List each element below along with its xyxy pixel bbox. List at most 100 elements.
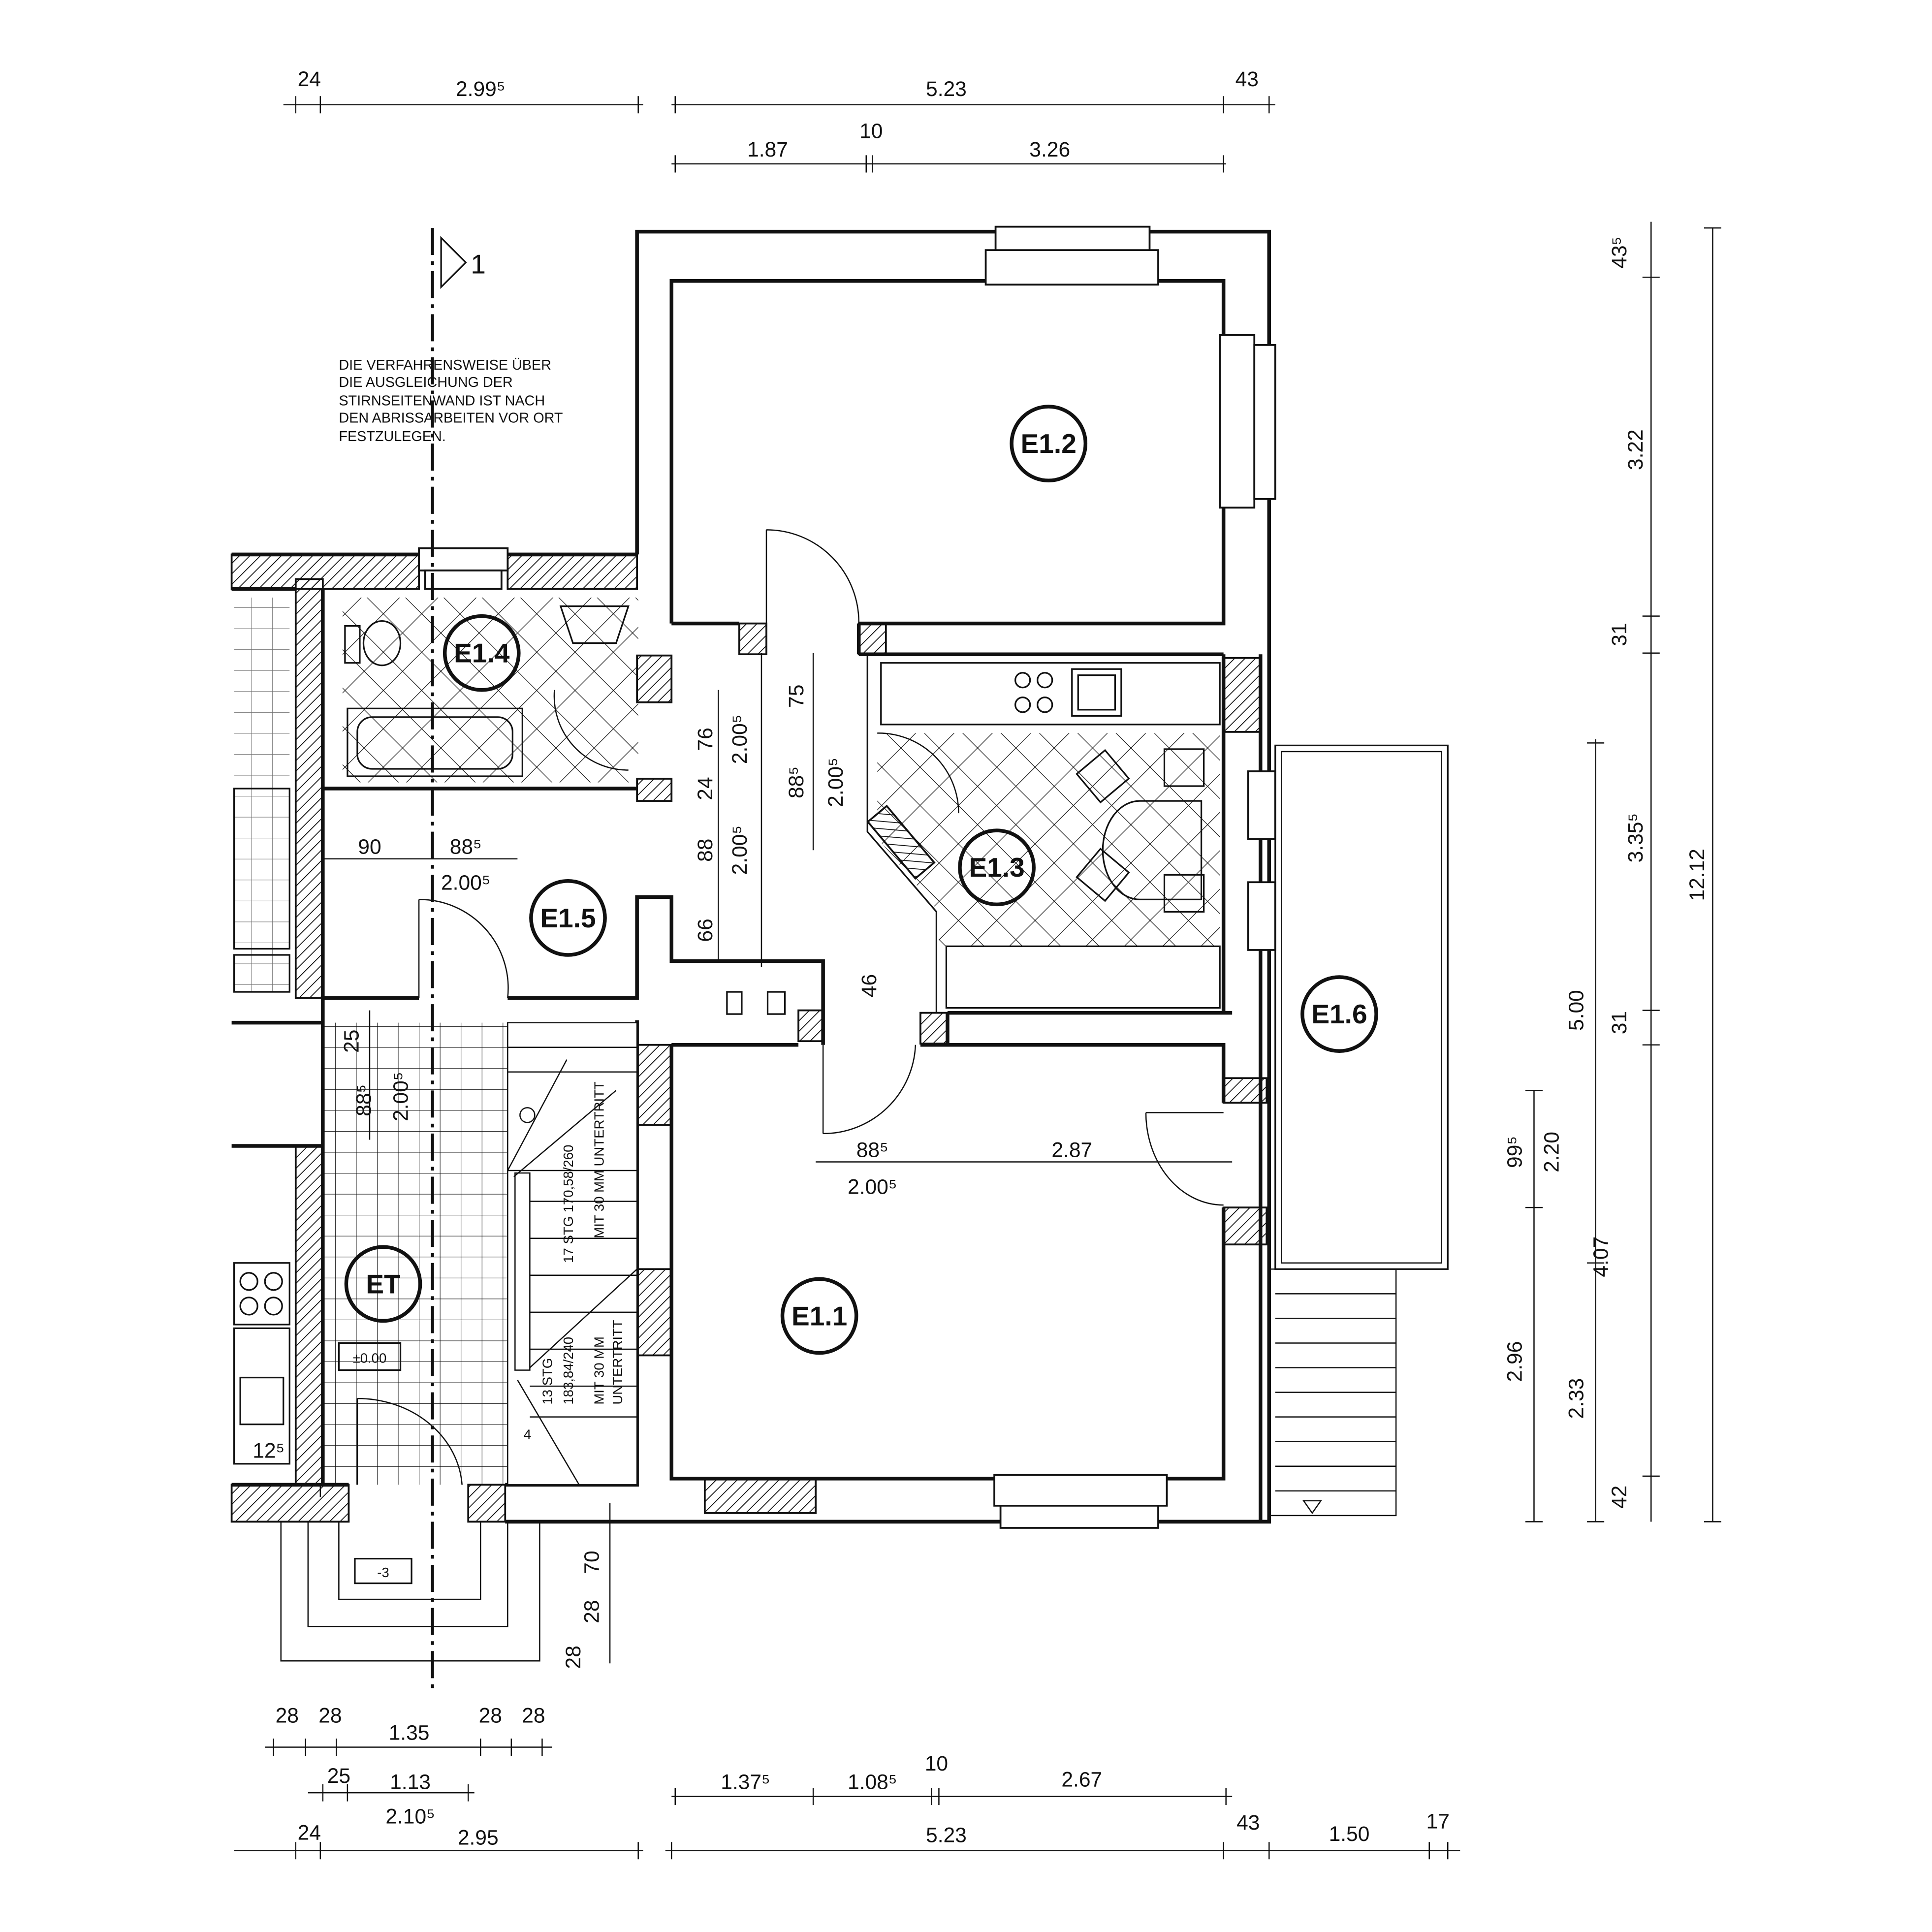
svg-text:46: 46 xyxy=(857,974,881,997)
hatched-walls xyxy=(230,553,1268,1523)
svg-text:88⁵: 88⁵ xyxy=(450,835,482,859)
room-e1-6: E1.6 xyxy=(1300,975,1378,1053)
svg-text:1.08⁵: 1.08⁵ xyxy=(848,1771,897,1794)
dims-bottom: 28 28 1.35 28 28 25 1.13 2.10⁵ 1.37⁵ 1.0… xyxy=(276,1704,1450,1849)
level-floor-text: ±0.00 xyxy=(353,1351,387,1366)
svg-text:2.20: 2.20 xyxy=(1540,1132,1564,1172)
svg-text:5.23: 5.23 xyxy=(926,1823,967,1847)
svg-text:1.37⁵: 1.37⁵ xyxy=(721,1771,770,1794)
svg-text:DEN ABRISSARBEITEN VOR ORT: DEN ABRISSARBEITEN VOR ORT xyxy=(339,411,563,426)
dims-top: 24 2.99⁵ 5.23 43 1.87 10 3.26 xyxy=(298,67,1259,161)
svg-text:2.00⁵: 2.00⁵ xyxy=(824,758,848,807)
svg-text:3.22: 3.22 xyxy=(1624,429,1647,470)
room-e1-2: E1.2 xyxy=(1010,405,1088,482)
svg-text:E1.1: E1.1 xyxy=(792,1300,847,1331)
room-labels: E1.2 E1.4 E1.3 E1.5 E1.6 ET E1.1 xyxy=(344,405,1378,1355)
svg-text:3.26: 3.26 xyxy=(1029,138,1070,161)
svg-text:183,84/240: 183,84/240 xyxy=(561,1337,576,1405)
svg-text:12⁵: 12⁵ xyxy=(253,1439,285,1462)
room-e1-5: E1.5 xyxy=(529,879,607,957)
svg-text:24: 24 xyxy=(298,1821,321,1844)
svg-text:28: 28 xyxy=(479,1704,502,1727)
svg-text:31: 31 xyxy=(1608,1011,1631,1034)
staircase xyxy=(507,1022,638,1486)
svg-text:43: 43 xyxy=(1235,67,1259,91)
svg-text:2.00⁵: 2.00⁵ xyxy=(728,825,752,875)
svg-text:24: 24 xyxy=(298,67,321,91)
svg-text:E1.4: E1.4 xyxy=(454,638,510,668)
dimension-lines xyxy=(234,96,1721,1860)
svg-text:28: 28 xyxy=(318,1704,342,1727)
svg-text:STIRNSEITENWAND IST NACH: STIRNSEITENWAND IST NACH xyxy=(339,393,545,409)
svg-text:DIE AUSGLEICHUNG DER: DIE AUSGLEICHUNG DER xyxy=(339,375,512,390)
svg-text:1.13: 1.13 xyxy=(390,1771,431,1794)
svg-text:28: 28 xyxy=(276,1704,299,1727)
svg-text:E1.5: E1.5 xyxy=(540,903,596,933)
svg-text:25: 25 xyxy=(340,1030,363,1053)
svg-text:2.10⁵: 2.10⁵ xyxy=(385,1805,435,1829)
svg-text:75: 75 xyxy=(785,685,808,708)
kitchen-tile-floor xyxy=(877,733,1220,947)
svg-text:88: 88 xyxy=(694,839,717,862)
neighbour-tile-floor xyxy=(234,598,290,992)
entry-tile-floor xyxy=(322,1022,508,1485)
demolition-note: DIE VERFAHRENSWEISE ÜBER DIE AUSGLEICHUN… xyxy=(339,357,563,444)
svg-text:43: 43 xyxy=(1236,1811,1260,1835)
svg-text:28: 28 xyxy=(522,1704,545,1727)
room-e1-1: E1.1 xyxy=(780,1277,858,1355)
room-e1-3: E1.3 xyxy=(958,828,1036,907)
svg-text:42: 42 xyxy=(1608,1486,1631,1509)
terrace xyxy=(1268,744,1449,1517)
svg-text:31: 31 xyxy=(1608,623,1631,646)
svg-text:70: 70 xyxy=(580,1551,604,1574)
section-arrow-icon xyxy=(440,236,467,289)
dims-interior: 75 76 2.00⁵ 88⁵ 2.00⁵ 24 88 2.00⁵ 66 46 … xyxy=(253,685,1092,1669)
svg-text:E1.2: E1.2 xyxy=(1021,428,1077,459)
svg-text:2.99⁵: 2.99⁵ xyxy=(456,77,505,101)
svg-text:88⁵: 88⁵ xyxy=(856,1138,888,1162)
svg-text:2.33: 2.33 xyxy=(1565,1378,1588,1419)
svg-text:E1.3: E1.3 xyxy=(969,852,1024,883)
svg-text:MIT 30 MM: MIT 30 MM xyxy=(592,1336,607,1405)
svg-text:76: 76 xyxy=(694,728,717,751)
svg-text:ET: ET xyxy=(366,1268,401,1299)
svg-text:12.12: 12.12 xyxy=(1685,849,1709,901)
svg-text:4: 4 xyxy=(524,1427,531,1442)
svg-text:2.87: 2.87 xyxy=(1051,1138,1092,1162)
svg-text:17: 17 xyxy=(1426,1810,1450,1834)
svg-text:DIE VERFAHRENSWEISE ÜBER: DIE VERFAHRENSWEISE ÜBER xyxy=(339,357,551,373)
svg-text:2.67: 2.67 xyxy=(1061,1768,1102,1792)
svg-text:5.23: 5.23 xyxy=(926,77,967,101)
svg-text:17 STG 170,58/260: 17 STG 170,58/260 xyxy=(561,1145,576,1263)
svg-text:4.07: 4.07 xyxy=(1589,1236,1613,1277)
svg-text:2.00⁵: 2.00⁵ xyxy=(389,1072,413,1121)
svg-text:FESTZULEGEN.: FESTZULEGEN. xyxy=(339,429,445,444)
svg-text:99⁵: 99⁵ xyxy=(1503,1136,1526,1168)
section-marker: 1 xyxy=(471,249,486,280)
entry-steps xyxy=(280,1500,1322,1662)
level-marker-entry xyxy=(354,1557,412,1584)
svg-text:2.00⁵: 2.00⁵ xyxy=(728,715,752,764)
svg-text:5.00: 5.00 xyxy=(1565,990,1588,1031)
level-marker-floor xyxy=(338,1342,402,1371)
room-e1-4: E1.4 xyxy=(443,614,521,692)
svg-text:28: 28 xyxy=(580,1600,604,1623)
svg-text:2.95: 2.95 xyxy=(458,1826,499,1849)
svg-text:UNTERTRITT: UNTERTRITT xyxy=(610,1320,625,1404)
svg-text:66: 66 xyxy=(694,918,717,942)
svg-text:10: 10 xyxy=(859,119,883,143)
svg-text:E1.6: E1.6 xyxy=(1311,999,1367,1029)
dims-right: 43⁵ 3.22 31 3.35⁵ 12.12 31 5.00 99⁵ 2.20… xyxy=(1503,237,1709,1509)
fixtures xyxy=(233,605,1221,1465)
svg-text:1.35: 1.35 xyxy=(389,1721,430,1745)
doors xyxy=(356,529,1224,1485)
svg-text:3.35⁵: 3.35⁵ xyxy=(1624,813,1647,862)
svg-text:2.00⁵: 2.00⁵ xyxy=(848,1175,897,1199)
svg-text:2.00⁵: 2.00⁵ xyxy=(441,871,490,894)
svg-text:24: 24 xyxy=(694,777,717,800)
svg-text:25: 25 xyxy=(327,1764,350,1788)
svg-text:43⁵: 43⁵ xyxy=(1608,237,1631,269)
svg-text:88⁵: 88⁵ xyxy=(785,766,808,798)
svg-text:2.96: 2.96 xyxy=(1503,1341,1526,1382)
